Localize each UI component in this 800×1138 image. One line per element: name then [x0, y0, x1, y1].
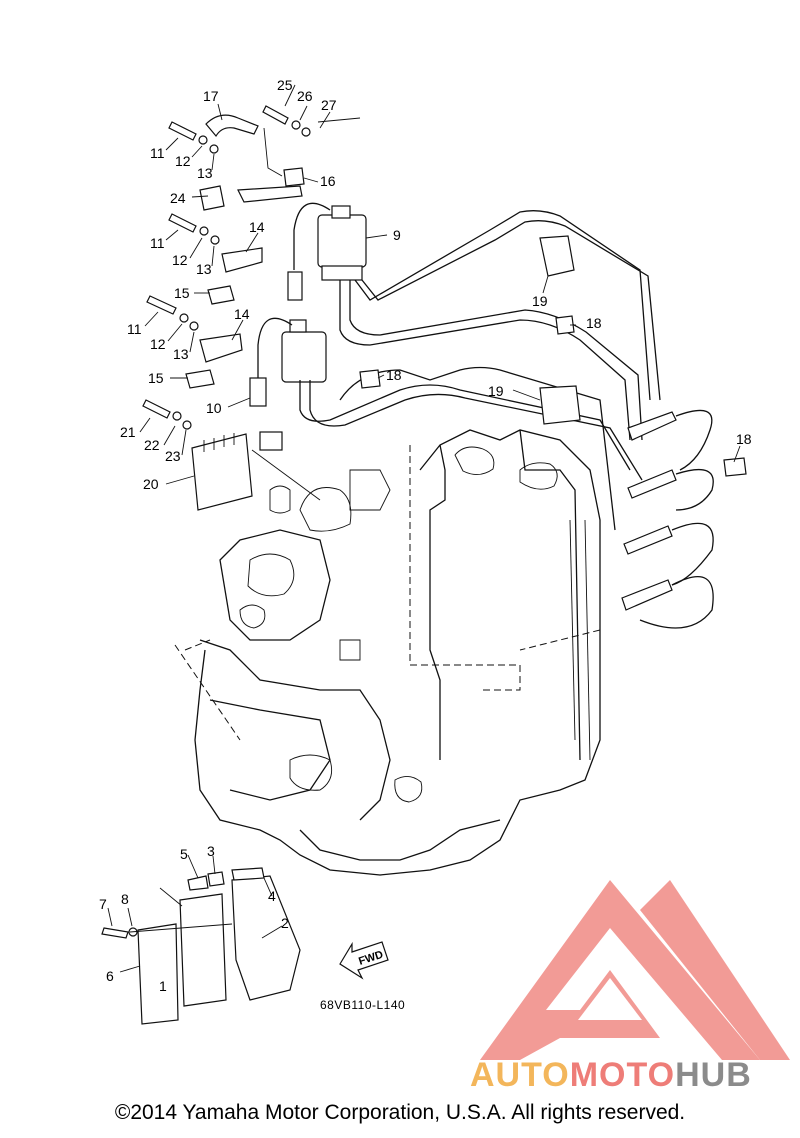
callout-16: 16: [320, 173, 336, 189]
dashed-leaders: [174, 445, 601, 741]
spark-plug-caps: [621, 409, 714, 629]
callout-19b: 19: [488, 383, 504, 399]
automotohub-logo-icon: [480, 880, 790, 1060]
callout-numbers: 1 2 3 4 5 6 7 8 9 10 11 11 11 12 12 12 1…: [99, 77, 752, 994]
callout-17: 17: [203, 88, 219, 104]
callout-13b: 13: [196, 261, 212, 277]
callout-11b: 11: [150, 235, 165, 251]
callout-14a: 14: [249, 219, 265, 235]
callout-12c: 12: [150, 336, 166, 352]
callout-6: 6: [106, 968, 114, 984]
callout-15b: 15: [148, 370, 164, 386]
bolts-and-washers: [142, 105, 311, 430]
callout-26: 26: [297, 88, 313, 104]
engine-block: [194, 429, 601, 876]
callout-11c: 11: [127, 321, 142, 337]
callout-13c: 13: [173, 346, 189, 362]
callout-18a: 18: [586, 315, 602, 331]
rectifier-regulator: [191, 431, 321, 511]
ecm-unit: [101, 867, 301, 1025]
callout-25: 25: [277, 77, 293, 93]
ignition-coil-lower: [249, 317, 327, 407]
copyright-notice: ©2014 Yamaha Motor Corporation, U.S.A. A…: [114, 1101, 686, 1124]
callout-24: 24: [170, 190, 186, 206]
callout-11a: 11: [150, 145, 165, 161]
callout-7: 7: [99, 896, 107, 912]
callout-4: 4: [268, 888, 276, 904]
callout-21: 21: [120, 424, 136, 440]
callout-23: 23: [165, 448, 181, 464]
callout-2: 2: [281, 915, 289, 931]
wordmark-moto: MOTO: [569, 1056, 676, 1094]
wordmark-hub: HUB: [675, 1056, 752, 1094]
callout-3: 3: [207, 843, 215, 859]
ignition-coil-upper: [287, 202, 367, 301]
callout-18c: 18: [736, 431, 752, 447]
callout-12a: 12: [175, 153, 191, 169]
high-tension-leads: [299, 210, 661, 531]
automotohub-wordmark: AUTOMOTOHUB: [470, 1056, 752, 1095]
callout-19a: 19: [532, 293, 548, 309]
drawing-code: 68VB110-L140: [320, 998, 405, 1012]
callout-14b: 14: [234, 306, 250, 322]
callout-5: 5: [180, 846, 188, 862]
callout-13a: 13: [197, 165, 213, 181]
fwd-arrow: FWD: [339, 941, 389, 980]
wordmark-auto: AUTO: [470, 1056, 570, 1094]
callout-12b: 12: [172, 252, 188, 268]
callout-10: 10: [206, 400, 222, 416]
callout-leaders: [107, 84, 741, 973]
callout-9: 9: [393, 227, 401, 243]
callout-22: 22: [144, 437, 160, 453]
callout-15a: 15: [174, 285, 190, 301]
callout-8: 8: [121, 891, 129, 907]
callout-1: 1: [159, 978, 167, 994]
brackets-and-clamps: [185, 114, 747, 477]
callout-18b: 18: [386, 367, 402, 383]
callout-20: 20: [143, 476, 159, 492]
callout-27: 27: [321, 97, 337, 113]
